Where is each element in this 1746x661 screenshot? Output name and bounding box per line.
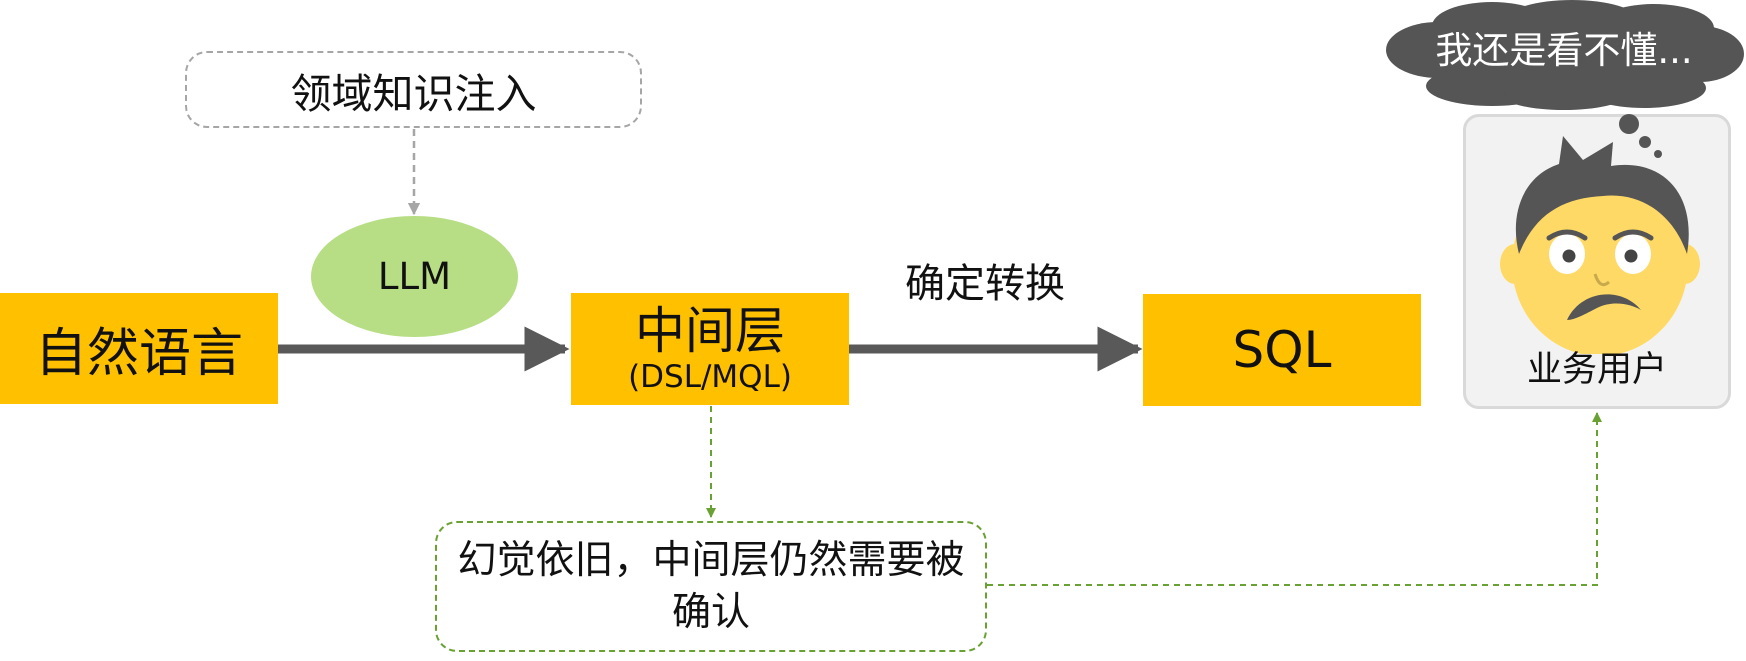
domain-knowledge-label: 领域知识注入	[290, 69, 537, 118]
natural-language-box: 自然语言	[0, 293, 278, 404]
middle-layer-title: 中间层	[635, 302, 785, 360]
thought-cloud-icon	[1386, 0, 1744, 110]
hair	[1515, 136, 1689, 254]
confused-mouth	[1567, 294, 1641, 320]
domain-knowledge-box: 领域知识注入	[185, 51, 642, 128]
face	[1512, 172, 1688, 354]
sql-box: SQL	[1143, 294, 1421, 406]
sql-label: SQL	[1232, 321, 1332, 379]
hallucination-note-box: 幻觉依旧，中间层仍然需要被确认	[435, 521, 987, 652]
arrow-note-to-user	[987, 412, 1602, 586]
llm-label: LLM	[377, 255, 452, 298]
middle-layer-subtitle: (DSL/MQL)	[628, 359, 792, 395]
llm-ellipse: LLM	[311, 216, 518, 337]
thought-dot-medium	[1639, 136, 1651, 148]
business-user-label: 业务用户	[1526, 350, 1667, 390]
thought-dot-small	[1654, 150, 1662, 158]
confused-user-icon	[1500, 114, 1700, 354]
hallucination-note: 幻觉依旧，中间层仍然需要被确认	[457, 537, 965, 635]
deterministic-conversion-label: 确定转换	[905, 261, 1065, 307]
middle-layer-box: 中间层 (DSL/MQL)	[571, 293, 849, 405]
natural-language-label: 自然语言	[34, 324, 243, 384]
thought-dot-large	[1619, 114, 1639, 134]
thought-text: 我还是看不懂...	[1435, 29, 1693, 72]
